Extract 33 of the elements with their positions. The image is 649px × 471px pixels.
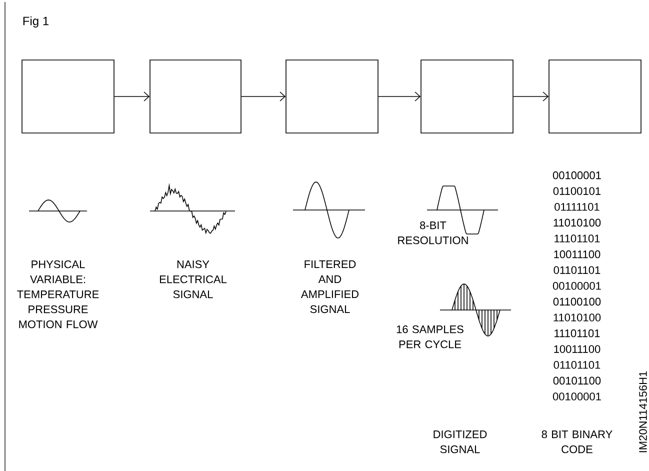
caption-text: 00101100: [553, 376, 601, 385]
caption-text: PHYSICAL VARIABLE: TEMPERATURE PRESSURE MOTION FLOW: [17, 260, 99, 328]
process-box: [22, 60, 114, 134]
figure-title: Fig 1: [23, 16, 48, 28]
caption-text: 00100001: [552, 282, 601, 290]
caption-text: 10011100: [554, 345, 600, 353]
caption-text: IM20N114156H1: [639, 371, 647, 452]
caption-text: 10011100: [554, 250, 600, 258]
caption-text: 01100101: [553, 187, 601, 195]
process-box: [548, 60, 642, 134]
caption-text: NAISY ELECTRICAL SIGNAL: [160, 260, 227, 298]
caption-text: 01101101: [554, 266, 600, 274]
caption-text: DIGITIZED SIGNAL: [434, 430, 487, 454]
caption-text: 01100100: [553, 298, 601, 306]
caption-text: 8-BIT RESOLUTION: [398, 221, 468, 244]
caption-text: 11010100: [554, 314, 601, 322]
caption-text: 16 SAMPLES PER CYCLE: [396, 325, 464, 348]
process-box: [286, 60, 378, 134]
arrow: [513, 92, 549, 102]
caption-text: 11010100: [554, 218, 601, 227]
caption-text: 01111101: [554, 203, 600, 211]
caption-text: 01101101: [554, 361, 600, 369]
arrow: [114, 92, 150, 102]
caption-text: 00100001: [552, 171, 601, 180]
process-box: [420, 60, 514, 134]
process-box: [150, 60, 242, 134]
caption-text: FILTERED AND AMPLIFIED SIGNAL: [300, 260, 358, 314]
arrow: [241, 92, 286, 102]
caption-text: 11101101: [554, 234, 600, 242]
caption-text: 00100001: [552, 392, 601, 400]
arrow: [378, 92, 421, 102]
caption-text: 8 BIT BINARY CODE: [542, 430, 612, 454]
caption-text: 11101101: [554, 329, 600, 338]
